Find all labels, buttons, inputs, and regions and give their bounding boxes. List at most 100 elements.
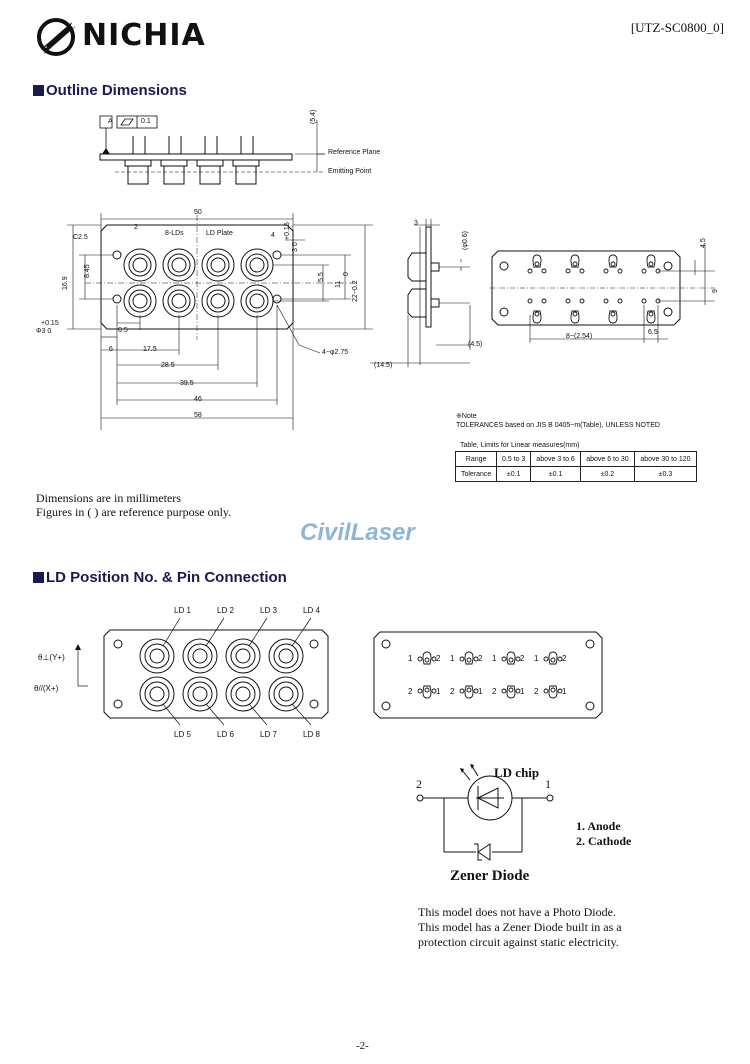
ld-position-drawing xyxy=(75,617,329,726)
pin-number: 1 xyxy=(436,687,441,696)
side-view-drawing xyxy=(99,115,325,185)
dim-6-5-back: 6.5 xyxy=(648,329,658,336)
label-8-lds: 8-LDs xyxy=(165,230,184,237)
dim-phi3-tol: +0.15 xyxy=(41,320,59,327)
axis-y-label: θ⊥(Y+) xyxy=(38,653,65,662)
datum-label: A xyxy=(108,118,113,125)
description-line-2: This model has a Zener Diode built in as… xyxy=(418,920,622,934)
dim-9: 9 xyxy=(712,289,719,293)
pin-number: 2 xyxy=(450,687,455,696)
document-id: [UTZ-SC0800_0] xyxy=(630,20,724,35)
dim-58: 58 xyxy=(194,412,202,419)
label-4-holes: 4−φ2.75 xyxy=(322,349,349,356)
tolerance-note: TOLERANCES based on JIS B 0405−m(Table),… xyxy=(456,422,660,429)
dim-3-side: 3 xyxy=(414,220,418,227)
front-view-drawing xyxy=(67,213,373,430)
dim-17-5: 17.5 xyxy=(143,346,157,353)
pin-number: 2 xyxy=(534,687,539,696)
dim-5-5: 5.5 xyxy=(318,272,325,282)
circuit-diagram xyxy=(416,764,554,861)
pin-number: 2 xyxy=(408,687,413,696)
dim-11: 11 xyxy=(335,280,342,288)
reference-plane-label: Reference Plane xyxy=(328,149,381,156)
zener-diode-label: Zener Diode xyxy=(450,868,530,884)
pin-number: 1 xyxy=(520,687,525,696)
tolerance-header-row: Range 0.5 to 3 above 3 to 6 above 6 to 3… xyxy=(454,451,698,467)
table-cell: above 3 to 6 xyxy=(530,451,581,467)
emitting-point-label: Emitting Point xyxy=(328,168,372,175)
dim-3-tol: +0.15 xyxy=(284,222,291,240)
dim-8-45: 8.45 xyxy=(84,264,91,278)
dim-16-9: 16.9 xyxy=(62,276,69,290)
dim-phi3: Φ3 0 xyxy=(36,328,52,335)
dim-6-5-front: 6.5 xyxy=(118,327,128,334)
table-cell: above 30 to 120 xyxy=(633,451,698,467)
legend-cathode: 2. Cathode xyxy=(576,834,632,848)
tolerance-caption: Table, Limits for Linear measures(mm) xyxy=(460,442,580,449)
ld-chip-label: LD chip xyxy=(494,765,540,780)
dim-22: 22−0.2 xyxy=(352,280,359,302)
ld-1-label: LD 1 xyxy=(174,606,191,615)
pin-number: 1 xyxy=(492,654,497,663)
axis-x-label: θ//(X+) xyxy=(34,684,59,693)
dim-22-tol: 0 xyxy=(343,272,350,276)
dim-5-4: (5.4) xyxy=(310,109,317,124)
terminal-1-label: 1 xyxy=(545,777,551,791)
note-reference: Figures in ( ) are reference purpose onl… xyxy=(36,505,232,519)
pin-number: 2 xyxy=(562,654,567,663)
dim-pitch: 8−(2.54) xyxy=(566,333,593,340)
ld-5-label: LD 5 xyxy=(174,730,191,739)
dim-phi-0-6: (φ0.6) xyxy=(462,231,469,250)
back-view-drawing xyxy=(490,243,715,343)
tolerance-value-row: Tolerance ±0.1 ±0.1 ±0.2 ±0.3 xyxy=(454,466,698,482)
dim-4-5-back: 4.5 xyxy=(700,238,707,248)
dim-4-5-side: (4.5) xyxy=(468,341,483,348)
table-cell: ±0.2 xyxy=(579,466,635,482)
table-cell: ±0.3 xyxy=(633,466,698,482)
tolerance-table: Range 0.5 to 3 above 3 to 6 above 6 to 3… xyxy=(454,451,698,482)
table-cell: ±0.1 xyxy=(496,466,532,482)
table-cell: Tolerance xyxy=(454,466,498,482)
section-title-pins: LD Position No. & Pin Connection xyxy=(33,569,287,586)
note-units: Dimensions are in millimeters xyxy=(36,491,181,505)
nichia-emblem-icon xyxy=(37,18,76,56)
section-title-text: Outline Dimensions xyxy=(46,82,187,99)
dim-28-5: 28.5 xyxy=(161,362,175,369)
section-square-icon xyxy=(33,572,44,583)
table-cell: ±0.1 xyxy=(530,466,581,482)
pin-number: 1 xyxy=(534,654,539,663)
label-ld-plate: LD Plate xyxy=(206,230,233,237)
pin-number: 2 xyxy=(436,654,441,663)
dim-50: 50 xyxy=(194,209,202,216)
flatness-value: 0.1 xyxy=(141,118,151,125)
dim-4: 4 xyxy=(271,232,275,239)
pin-number: 2 xyxy=(492,687,497,696)
dim-14-5: (14.5) xyxy=(374,362,393,369)
ld-3-label: LD 3 xyxy=(260,606,277,615)
pin-number: 1 xyxy=(478,687,483,696)
section-square-icon xyxy=(33,85,44,96)
dim-6: 6 xyxy=(109,346,113,353)
table-cell: above 6 to 30 xyxy=(579,451,635,467)
pin-number: 1 xyxy=(408,654,413,663)
page-number: -2- xyxy=(356,1040,369,1052)
dim-3: 3 0 xyxy=(292,242,299,252)
pin-number: 1 xyxy=(562,687,567,696)
watermark: CivilLaser xyxy=(300,519,415,546)
pin-number: 2 xyxy=(478,654,483,663)
terminal-2-label: 2 xyxy=(416,777,422,791)
dim-39-5: 39.5 xyxy=(180,380,194,387)
ld-2-label: LD 2 xyxy=(217,606,234,615)
pin-back-view-drawing xyxy=(373,631,603,719)
brand-name: NICHIA xyxy=(82,18,206,53)
section-title-text: LD Position No. & Pin Connection xyxy=(46,569,287,586)
dim-c2-5: C2.5 xyxy=(73,234,88,241)
pin-number: 2 xyxy=(520,654,525,663)
section-title-outline: Outline Dimensions xyxy=(33,82,187,99)
description-line-3: protection circuit against static electr… xyxy=(418,935,619,949)
nichia-logo: NICHIA xyxy=(36,16,236,58)
dim-46: 46 xyxy=(194,396,202,403)
table-cell: 0.5 to 3 xyxy=(496,451,532,467)
ld-8-label: LD 8 xyxy=(303,730,320,739)
pin-number: 1 xyxy=(450,654,455,663)
